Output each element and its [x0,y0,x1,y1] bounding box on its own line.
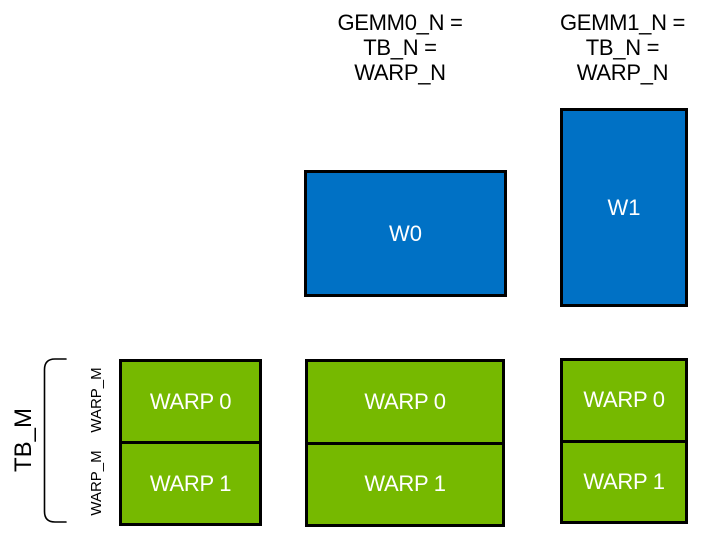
warp0-gemm0-accumulator-box: W0 [304,170,507,297]
warp-tile-column-left: WARP 0 WARP 1 [119,359,262,526]
warp1-gemm1-accumulator-box: W1 [560,108,688,307]
gemm1-n-header-label: GEMM1_N = TB_N = WARP_N [559,10,686,85]
warp-m-axis-label-top: WARP_M [88,367,105,433]
w1-label: W1 [607,194,641,220]
warp-row: WARP 1 [308,441,502,525]
gemm0-n-header-label: GEMM0_N = TB_N = WARP_N [337,10,463,85]
tb-m-bracket [43,358,67,523]
warp-row: WARP 1 [122,441,259,523]
w0-label: W0 [389,220,422,246]
warp-row: WARP 0 [583,387,665,413]
tb-m-axis-label: TB_M [10,408,37,473]
warp-row: WARP 0 [149,388,232,414]
warp-m-axis-label-bottom: WARP_M [88,450,105,516]
warp-row: WARP 0 [364,388,446,414]
warp-tile-column-right: WARP 0 WARP 1 [560,358,688,524]
warp-tile-column-middle: WARP 0 WARP 1 [305,359,505,527]
warp-row: WARP 1 [563,439,685,522]
